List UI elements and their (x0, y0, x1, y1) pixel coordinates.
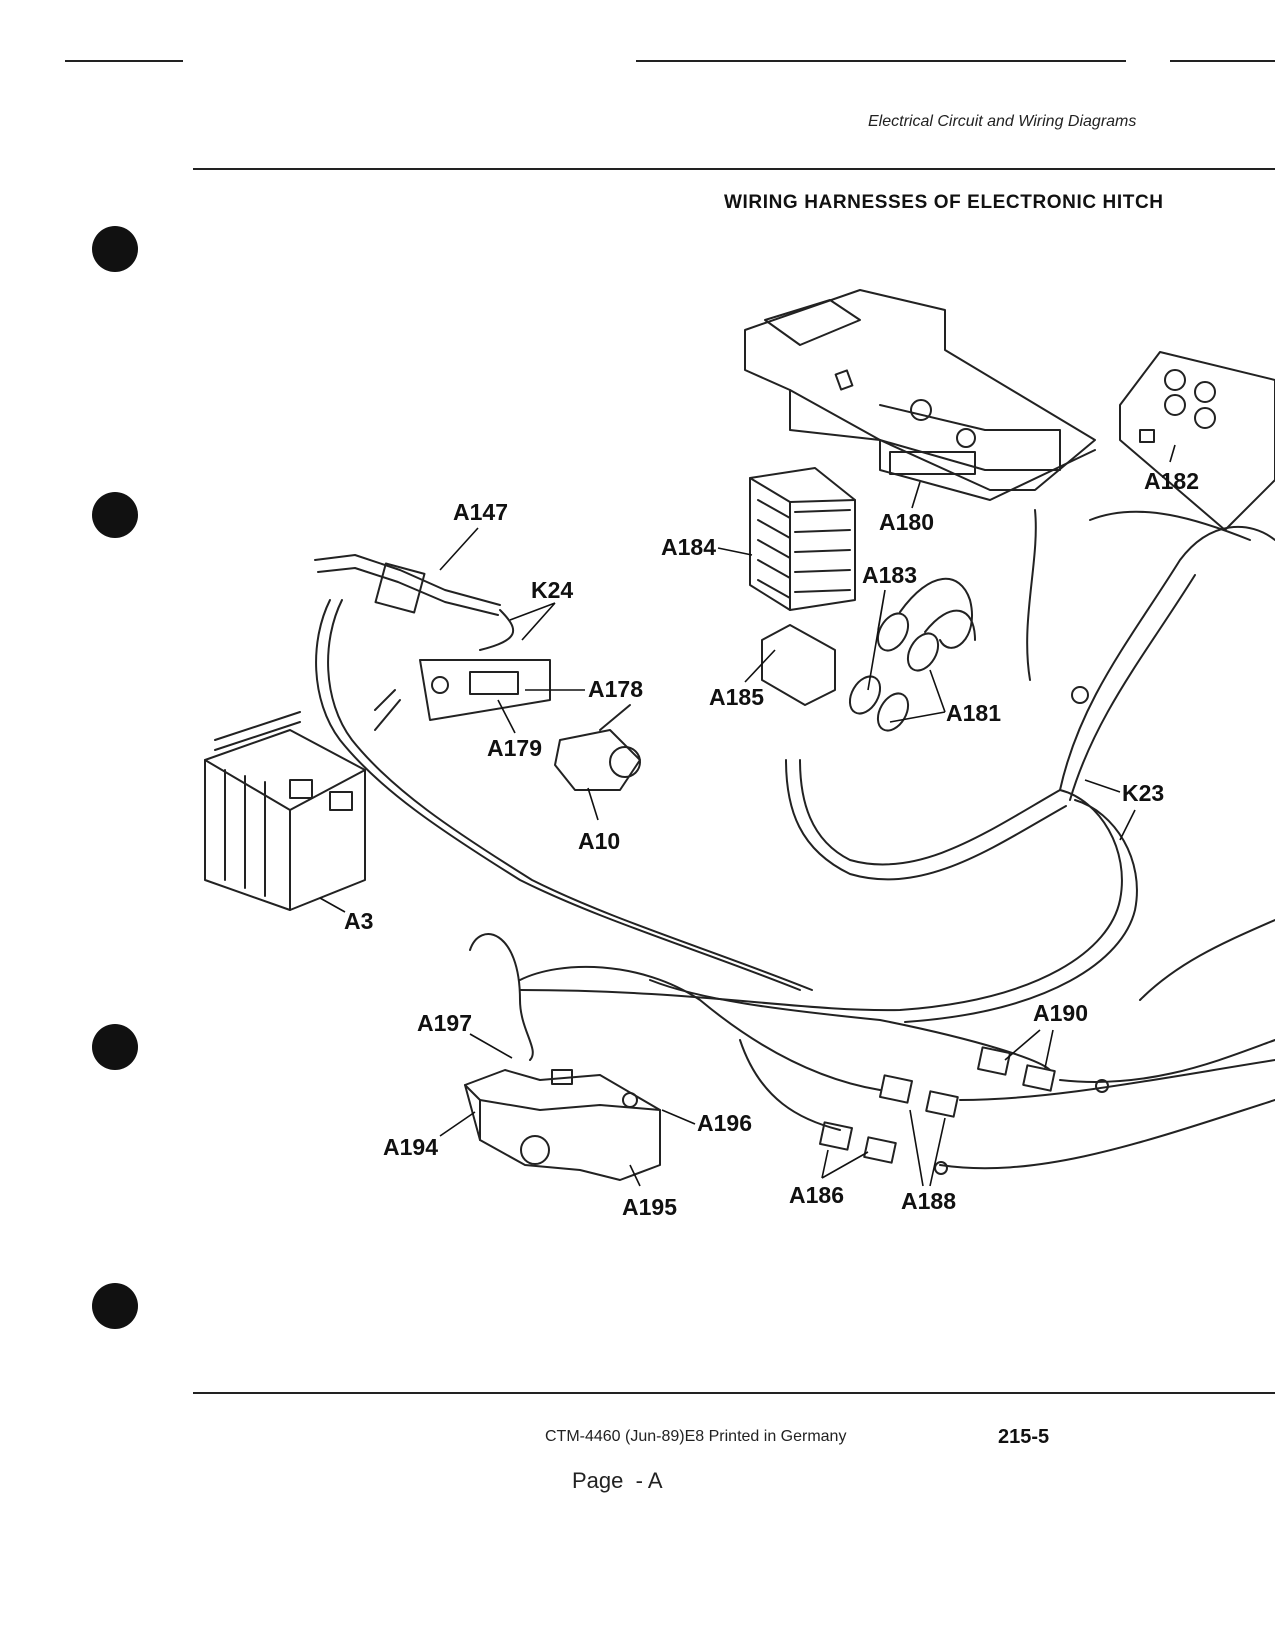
callout-a182: A182 (1144, 468, 1199, 494)
callout-a188: A188 (901, 1188, 956, 1214)
callout-a147: A147 (453, 499, 508, 525)
page-title: WIRING HARNESSES OF ELECTRONIC HITCH (724, 192, 1164, 213)
page-number: 215-5 (998, 1426, 1050, 1448)
callout-a10: A10 (578, 828, 621, 854)
page-note: Page - A (572, 1468, 663, 1493)
valve-block (464, 1069, 661, 1181)
lower-harness (469, 919, 1275, 1170)
punch-hole-4 (92, 1283, 138, 1329)
punch-hole-1 (92, 226, 138, 272)
harness-k24 (314, 554, 813, 991)
leader-lines (319, 444, 1176, 1187)
callout-a180: A180 (879, 509, 934, 535)
callout-a194: A194 (383, 1134, 438, 1160)
punch-hole-3 (92, 1024, 138, 1070)
document-reference: CTM-4460 (Jun-89)E8 Printed in Germany (545, 1428, 847, 1445)
top-rule-right (636, 60, 1126, 62)
display-panel (1119, 351, 1275, 531)
callout-a197: A197 (417, 1010, 472, 1036)
control-console (744, 289, 1096, 501)
callout-a195: A195 (622, 1194, 677, 1220)
switch-a10 (554, 704, 641, 791)
callout-k23: K23 (1122, 780, 1165, 806)
header-rule (193, 168, 1275, 170)
top-rule-left (65, 60, 183, 62)
section-title: Electrical Circuit and Wiring Diagrams (868, 113, 1137, 130)
callout-a184: A184 (661, 534, 716, 560)
callout-a185: A185 (709, 684, 764, 710)
control-unit (749, 467, 856, 611)
round-connectors (848, 577, 976, 732)
battery (204, 711, 366, 911)
callout-a183: A183 (862, 562, 917, 588)
callout-a190: A190 (1033, 1000, 1088, 1026)
callout-a179: A179 (487, 735, 542, 761)
callout-k24: K24 (531, 577, 574, 603)
callout-a196: A196 (697, 1110, 752, 1136)
footer-rule (193, 1392, 1275, 1394)
callout-a181: A181 (946, 700, 1001, 726)
harness-k23 (519, 509, 1275, 1023)
callout-a3: A3 (344, 908, 374, 934)
callout-a178: A178 (588, 676, 643, 702)
sensor-connectors (819, 1046, 1109, 1175)
punch-hole-2 (92, 492, 138, 538)
connector-a185 (761, 624, 836, 706)
callout-a186: A186 (789, 1182, 844, 1208)
top-rule-far-right (1170, 60, 1275, 62)
